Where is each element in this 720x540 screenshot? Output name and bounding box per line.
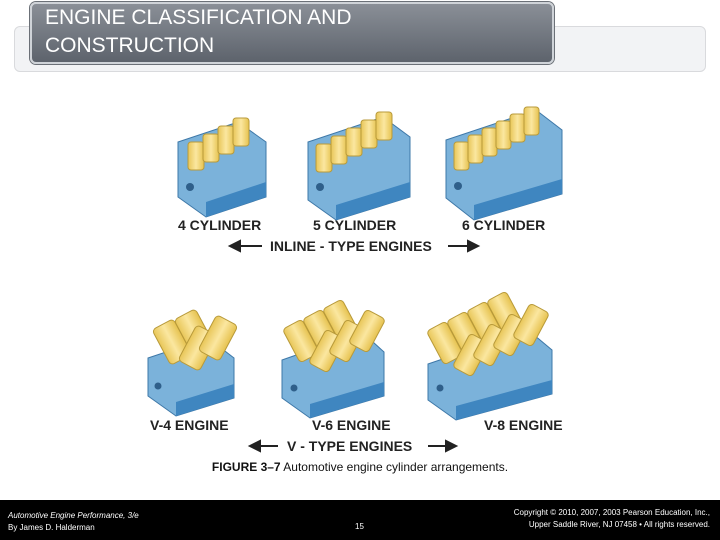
v6-engine <box>281 299 385 419</box>
figure-caption-text: Automotive engine cylinder arrangements. <box>283 460 509 474</box>
page-number: 15 <box>355 522 364 531</box>
slide-title-line2: CONSTRUCTION <box>45 34 215 57</box>
inline-4-engine <box>177 117 267 218</box>
figure-caption: FIGURE 3–7 Automotive engine cylinder ar… <box>0 460 720 474</box>
footer-bar: Automotive Engine Performance, 3/e By Ja… <box>0 500 720 540</box>
engine-arrangements-figure: 4 CYLINDER 5 CYLINDER 6 CYLINDER INLINE … <box>147 106 563 454</box>
v-group-arrow <box>247 439 459 453</box>
v-label-4: V-4 ENGINE <box>150 417 229 433</box>
inline-label-5: 5 CYLINDER <box>313 217 396 233</box>
slide-title: ENGINE CLASSIFICATION AND CONSTRUCTION <box>45 4 545 60</box>
copyright-line2: Upper Saddle River, NJ 07458 • All right… <box>528 520 710 529</box>
title-bar <box>30 2 554 64</box>
inline-group-label: INLINE - TYPE ENGINES <box>270 238 432 254</box>
v4-engine <box>147 309 238 417</box>
inline-5-engine <box>307 111 411 221</box>
v-label-6: V-6 ENGINE <box>312 417 391 433</box>
figure-number: FIGURE 3–7 <box>211 460 281 474</box>
inline-6-engine <box>445 106 563 221</box>
copyright-line1: Copyright © 2010, 2007, 2003 Pearson Edu… <box>513 508 710 517</box>
inline-label-4: 4 CYLINDER <box>178 217 261 233</box>
slide-title-line1: ENGINE CLASSIFICATION AND <box>45 6 352 29</box>
footer-copyright: Copyright © 2010, 2007, 2003 Pearson Edu… <box>514 507 710 531</box>
footer-book-info: Automotive Engine Performance, 3/e By Ja… <box>8 510 139 534</box>
footer-author: By James D. Halderman <box>8 523 95 532</box>
v-label-8: V-8 ENGINE <box>484 417 563 433</box>
inline-group-arrow <box>227 239 481 253</box>
v-group-label: V - TYPE ENGINES <box>287 438 412 454</box>
inline-label-6: 6 CYLINDER <box>462 217 545 233</box>
v8-engine <box>427 291 553 421</box>
footer-book-title: Automotive Engine Performance, 3/e <box>8 511 139 520</box>
